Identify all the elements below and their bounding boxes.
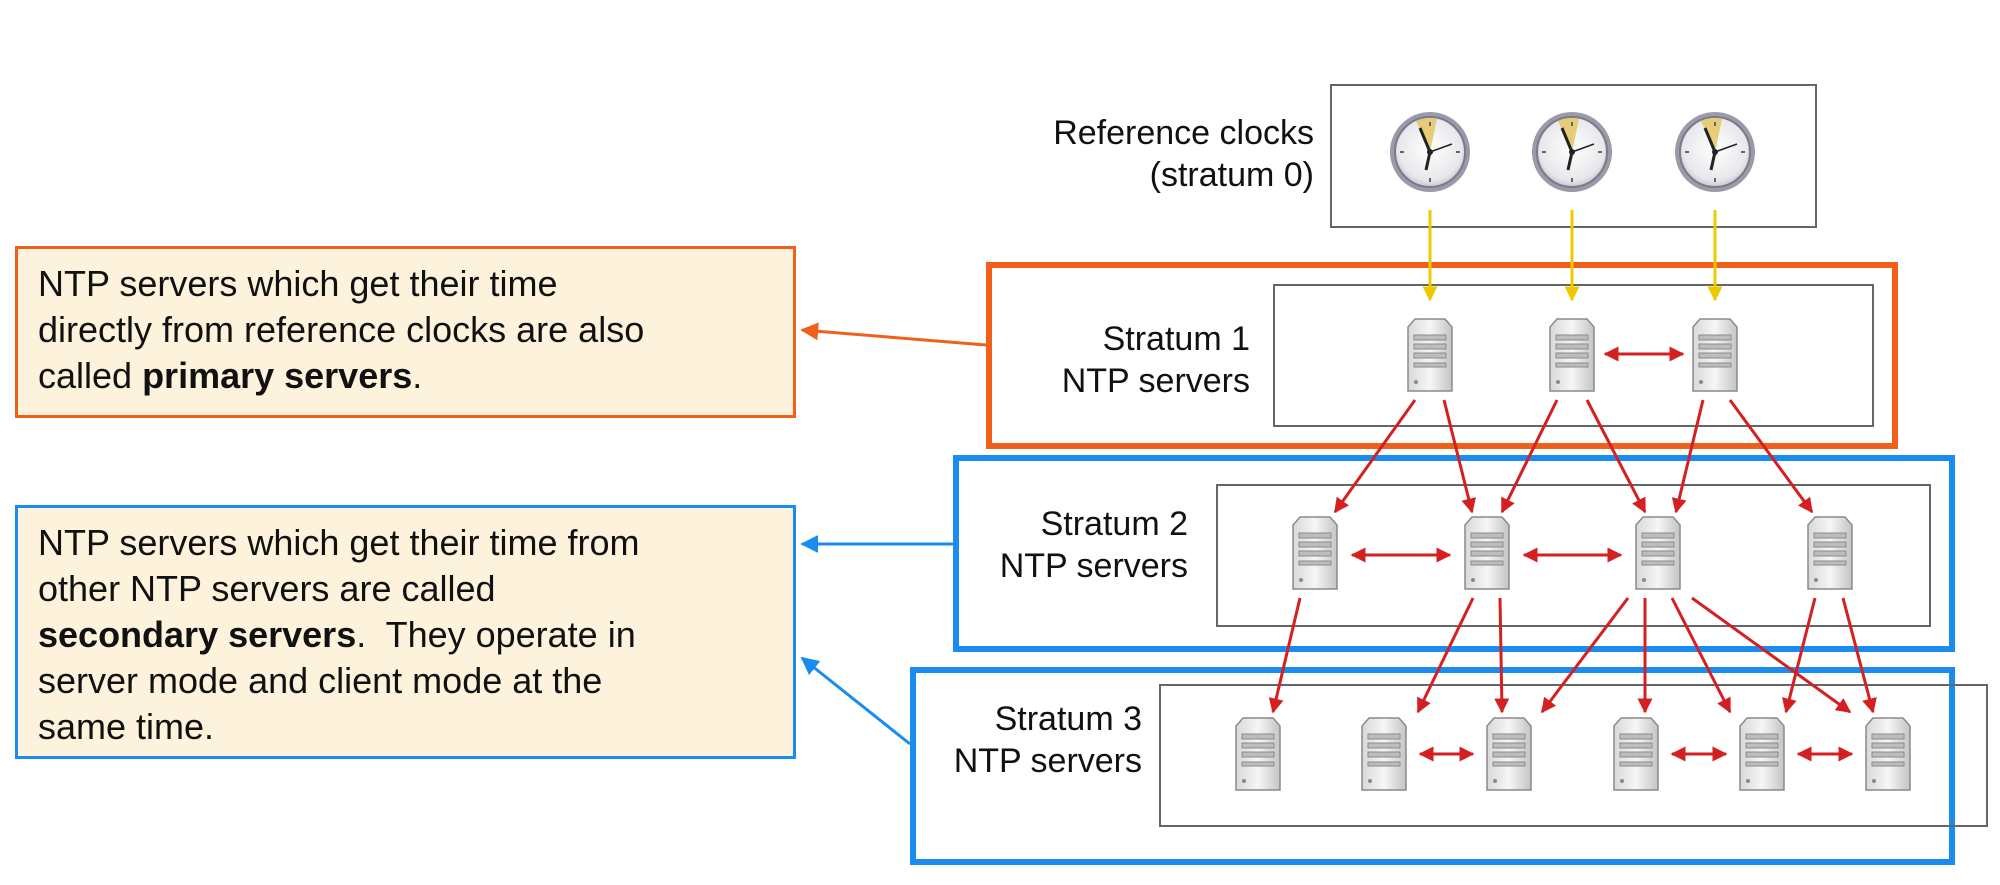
s1-server-3-icon bbox=[1692, 318, 1738, 392]
s2-to-s3-arrows bbox=[1268, 596, 1877, 714]
s1-server-1-icon bbox=[1407, 318, 1453, 392]
secondary-servers-term: secondary servers bbox=[38, 614, 357, 655]
primary-callout-line1: NTP servers which get their time bbox=[38, 263, 558, 304]
primary-callout-line3-pre: called bbox=[38, 355, 143, 396]
stratum-2-label-line1: Stratum 2 bbox=[1040, 505, 1188, 543]
arrow-s2b-s3c bbox=[1494, 597, 1510, 714]
arrow-s1b-s2c bbox=[1585, 399, 1647, 514]
arrow-s2c-s3c bbox=[1540, 597, 1630, 714]
stratum-3-label: Stratum 3 NTP servers bbox=[954, 698, 1142, 782]
stratum-3-box bbox=[1159, 684, 1988, 827]
arrow-s1a-s2b bbox=[1442, 399, 1477, 514]
arrow-s2a-s3a bbox=[1268, 597, 1302, 714]
arrow-s2c-s3e bbox=[1670, 597, 1732, 714]
stratum-1-label-line2: NTP servers bbox=[1061, 362, 1250, 400]
primary-servers-callout: NTP servers which get their time directl… bbox=[15, 246, 796, 418]
secondary-callout-arrow-2 bbox=[800, 656, 911, 746]
stratum-3-band bbox=[910, 667, 1955, 865]
reference-label-line1: Reference clocks bbox=[1053, 114, 1314, 152]
secondary-callout-line3-post: . They operate in bbox=[356, 614, 636, 655]
reference-label-line2: (stratum 0) bbox=[1149, 156, 1314, 194]
stratum-2-box bbox=[1216, 484, 1931, 627]
primary-callout-line2: directly from reference clocks are also bbox=[38, 309, 645, 350]
stratum-2-label: Stratum 2 NTP servers bbox=[1000, 503, 1188, 587]
reference-clock-2-icon bbox=[1530, 110, 1614, 194]
reference-clock-1-icon bbox=[1388, 110, 1472, 194]
secondary-callout-line2: other NTP servers are called bbox=[38, 568, 496, 609]
arrow-s2d-s3e bbox=[1782, 597, 1817, 714]
stratum-3-label-line2: NTP servers bbox=[953, 742, 1142, 780]
primary-servers-term: primary servers bbox=[142, 355, 413, 396]
stratum-3-label-line1: Stratum 3 bbox=[994, 700, 1142, 738]
s3-server-6-icon bbox=[1865, 717, 1911, 791]
secondary-callout-line1: NTP servers which get their time from bbox=[38, 522, 640, 563]
s1-to-s2-arrows bbox=[1333, 399, 1814, 514]
s1-server-2-icon bbox=[1549, 318, 1595, 392]
secondary-servers-callout: NTP servers which get their time from ot… bbox=[15, 505, 796, 759]
s2-server-4-icon bbox=[1807, 516, 1853, 590]
arrow-s1c-s2c bbox=[1671, 399, 1705, 514]
s3-server-5-icon bbox=[1739, 717, 1785, 791]
secondary-callout-line4: server mode and client mode at the bbox=[38, 660, 603, 701]
primary-callout-line3-post: . bbox=[412, 355, 423, 396]
primary-callout-line3: called primary servers. bbox=[38, 353, 773, 399]
secondary-callout-line3: secondary servers. They operate in bbox=[38, 612, 773, 658]
stratum-1-label: Stratum 1 NTP servers bbox=[1062, 318, 1250, 402]
s3-server-4-icon bbox=[1613, 717, 1659, 791]
arrow-s1c-s2d bbox=[1728, 399, 1814, 514]
arrow-s1a-s2a bbox=[1333, 399, 1417, 514]
s3-server-1-icon bbox=[1235, 717, 1281, 791]
stratum-2-band bbox=[953, 455, 1955, 652]
s2-server-2-icon bbox=[1464, 516, 1510, 590]
s2-server-3-icon bbox=[1635, 516, 1681, 590]
arrow-s1b-s2b bbox=[1500, 399, 1559, 514]
stratum-1-band bbox=[986, 262, 1898, 449]
s3-server-3-icon bbox=[1486, 717, 1532, 791]
stratum-1-label-line1: Stratum 1 bbox=[1102, 320, 1250, 358]
secondary-callout-line5: same time. bbox=[38, 706, 215, 747]
primary-callout-arrow bbox=[800, 322, 987, 347]
s2-server-1-icon bbox=[1292, 516, 1338, 590]
s3-server-2-icon bbox=[1361, 717, 1407, 791]
arrow-s2c-s3f bbox=[1691, 596, 1852, 714]
reference-clock-3-icon bbox=[1673, 110, 1757, 194]
stratum-2-label-line2: NTP servers bbox=[999, 547, 1188, 585]
reference-clocks-label: Reference clocks (stratum 0) bbox=[1053, 112, 1314, 196]
arrow-s2b-s3b bbox=[1416, 597, 1475, 714]
arrow-s2d-s3f bbox=[1841, 597, 1877, 714]
